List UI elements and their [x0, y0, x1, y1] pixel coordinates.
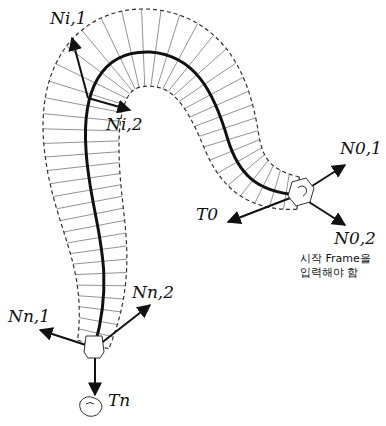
frame-label: N0,2: [334, 230, 376, 247]
frame-label: Nn,1: [8, 308, 50, 325]
sweep-path: [85, 52, 298, 345]
hatch-line: [47, 163, 119, 171]
frame-label: N0,1: [340, 140, 382, 157]
hatch-line: [45, 152, 119, 157]
hatch-line: [283, 174, 289, 209]
hatch-line: [60, 208, 123, 220]
hatch-line: [75, 272, 126, 274]
note-text: 시작 Frame을 입력해야 함: [300, 252, 378, 280]
hatch-line: [240, 160, 268, 196]
hatch-line: [142, 9, 145, 86]
middle-frame: [72, 38, 130, 110]
frame-label: Nn,2: [132, 284, 174, 301]
frame-label: Ni,2: [106, 116, 143, 133]
hatch-line: [64, 220, 125, 232]
frame-label: Tn: [108, 392, 130, 409]
hatch-line: [174, 49, 227, 96]
dashed-outline: [43, 9, 299, 340]
hatch-line: [53, 185, 121, 197]
hatch-line: [57, 196, 122, 209]
hatch-line: [73, 259, 127, 264]
frame-label: T0: [196, 206, 218, 223]
hatch-line: [77, 285, 125, 287]
hatch-line: [70, 246, 126, 254]
hatch-line: [168, 35, 213, 91]
hatch-line: [122, 11, 139, 87]
frame-label: Ni,1: [50, 10, 87, 27]
hatch-line: [67, 233, 126, 243]
gripper-icon: [288, 178, 314, 206]
hatch-line: [179, 63, 236, 101]
end-frame: [40, 305, 150, 395]
gripper-icon: [80, 336, 104, 416]
hatch-line: [82, 30, 133, 91]
hatch-line: [78, 296, 123, 299]
hatch-line: [79, 307, 121, 312]
hatch-line: [44, 141, 119, 144]
hatch-line: [151, 10, 161, 86]
hatch-line: [228, 155, 265, 186]
dashed-outline: [43, 9, 299, 349]
hatch-line: [79, 318, 117, 325]
hatching: [43, 9, 289, 337]
hatch-line: [50, 174, 120, 184]
start-frame: [228, 165, 345, 225]
hatch-line: [157, 15, 179, 87]
hatch-line: [218, 148, 262, 173]
